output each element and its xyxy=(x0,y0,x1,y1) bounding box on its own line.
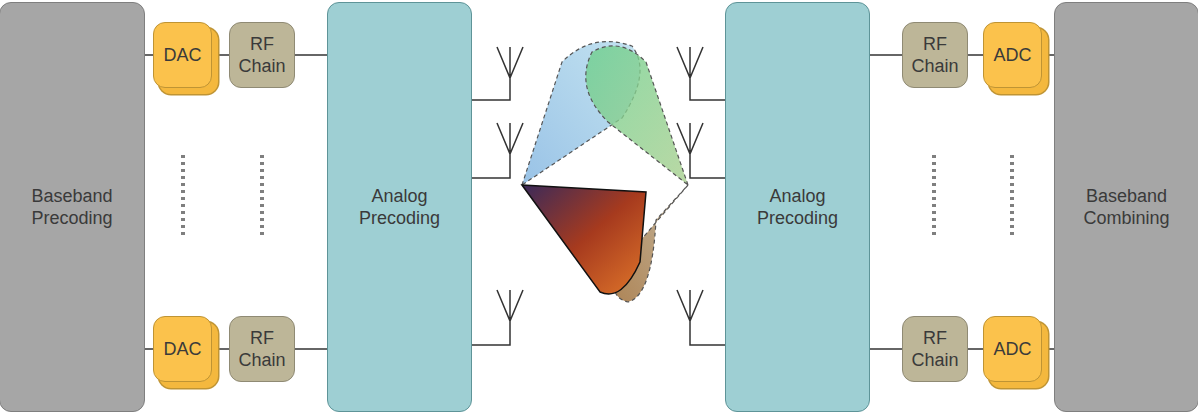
signal-line xyxy=(145,54,153,56)
node-label: ADC xyxy=(989,338,1035,361)
tx-antennas xyxy=(469,47,523,345)
baseband-block: Baseband Combining xyxy=(1054,2,1198,412)
adc-box: ADC xyxy=(983,316,1042,382)
node-label: RF Chain xyxy=(903,33,967,78)
signal-line xyxy=(1042,348,1054,350)
rx-antennas xyxy=(677,47,728,345)
rf-chain-box: RF Chain xyxy=(902,22,968,88)
node-label: DAC xyxy=(159,44,205,67)
signal-line xyxy=(295,54,327,56)
rf-chain-box: RF Chain xyxy=(229,316,295,382)
signal-line xyxy=(968,348,983,350)
signal-line xyxy=(295,348,327,350)
analog-precoding-block: Analog Precoding xyxy=(327,2,472,412)
signal-line xyxy=(212,348,229,350)
node-label: Analog Precoding xyxy=(328,185,471,230)
node-label: DAC xyxy=(159,338,205,361)
signal-line xyxy=(870,348,902,350)
node-label: RF Chain xyxy=(903,327,967,372)
node-label: ADC xyxy=(989,44,1035,67)
analog-precoding-block: Analog Precoding xyxy=(725,2,870,412)
beam-pattern xyxy=(522,42,688,302)
dac-box: DAC xyxy=(153,316,212,382)
adc-box: ADC xyxy=(983,22,1042,88)
signal-line xyxy=(1042,54,1054,56)
signal-line xyxy=(212,54,229,56)
rf-chain-box: RF Chain xyxy=(902,316,968,382)
node-label: Analog Precoding xyxy=(726,185,869,230)
node-label: RF Chain xyxy=(230,327,294,372)
node-label: RF Chain xyxy=(230,33,294,78)
rf-chain-box: RF Chain xyxy=(229,22,295,88)
node-label: Baseband Combining xyxy=(1055,185,1198,230)
baseband-block: Baseband Precoding xyxy=(0,2,145,412)
signal-line xyxy=(870,54,902,56)
signal-line xyxy=(968,54,983,56)
node-label: Baseband Precoding xyxy=(0,185,144,230)
dac-box: DAC xyxy=(153,22,212,88)
connector-layer xyxy=(145,55,1054,349)
signal-line xyxy=(145,348,153,350)
